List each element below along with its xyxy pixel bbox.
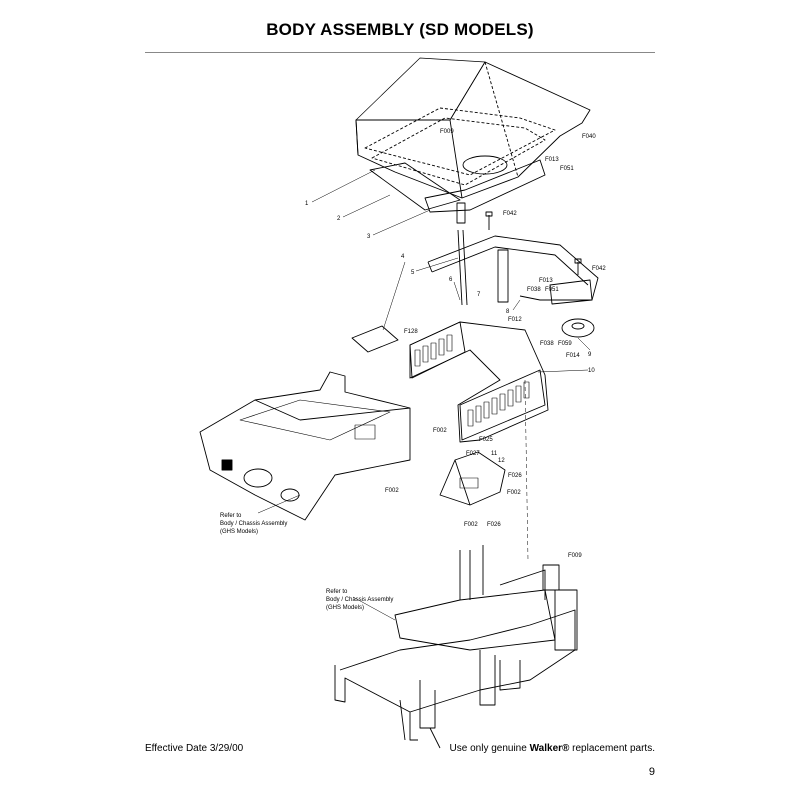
- callout-f027: F027: [466, 451, 480, 457]
- tagline-post: replacement parts.: [569, 743, 655, 754]
- liner-plate: [369, 162, 461, 211]
- callout-f002-body: F002: [385, 488, 399, 494]
- callout-10: 10: [588, 368, 595, 374]
- callout-4: 4: [401, 254, 405, 260]
- callout-f040: F040: [582, 134, 596, 140]
- refer-note-lower: Refer to Body / Chassis Assembly (GHS Mo…: [326, 589, 393, 611]
- callout-f014: F014: [566, 353, 580, 359]
- callout-f013-frame: F013: [539, 278, 553, 284]
- refer-note-lower-line3: (GHS Models): [326, 605, 364, 611]
- callout-5: 5: [411, 270, 415, 276]
- callout-3: 3: [367, 234, 371, 240]
- refer-note-lower-line1: Refer to: [326, 589, 348, 595]
- brand-name: Walker®: [529, 743, 570, 754]
- body-chassis-left: [199, 371, 411, 521]
- callout-labels: 1 2 3 4 5 6 7 8 9 10 11 12 F009 F040 F01…: [305, 129, 606, 559]
- refer-note-upper-line1: Refer to: [220, 513, 242, 519]
- spinner-frame: [427, 235, 599, 305]
- callout-f002-lower: F002: [464, 522, 478, 528]
- callout-f009-top: F009: [440, 129, 454, 135]
- callout-f013-top: F013: [545, 157, 559, 163]
- callout-7: 7: [477, 292, 481, 298]
- callout-f002-guard: F002: [433, 428, 447, 434]
- callout-f051-frame: F051: [545, 287, 559, 293]
- body-chassis-lower: [334, 545, 578, 749]
- hopper: [355, 57, 591, 199]
- callout-f042-mid: F042: [503, 211, 517, 217]
- footer-tagline: Use only genuine Walker® replacement par…: [450, 743, 655, 754]
- callout-f059: F059: [558, 341, 572, 347]
- mount-plate: [424, 159, 546, 213]
- refer-note-upper: Refer to Body / Chassis Assembly (GHS Mo…: [220, 513, 287, 535]
- callout-12: 12: [498, 458, 505, 464]
- callout-f038-frame: F038: [527, 287, 541, 293]
- callout-6: 6: [449, 277, 453, 283]
- refer-note-upper-line3: (GHS Models): [220, 529, 258, 535]
- spinner-disc: [561, 318, 595, 338]
- page-title: BODY ASSEMBLY (SD MODELS): [266, 20, 534, 39]
- callout-f012: F012: [508, 317, 522, 323]
- cover-plate: [351, 325, 399, 353]
- callout-f038-disc: F038: [540, 341, 554, 347]
- deflector-guard: [409, 321, 549, 443]
- callout-f051-top: F051: [560, 166, 574, 172]
- effective-date: Effective Date 3/29/00: [145, 743, 244, 754]
- callout-f026-upper: F026: [508, 473, 522, 479]
- lower-shield: [439, 451, 506, 506]
- title-divider: [145, 52, 655, 53]
- callout-f025: F025: [479, 437, 493, 443]
- callout-f026-lower: F026: [487, 522, 501, 528]
- callout-f042-right: F042: [592, 266, 606, 272]
- callout-1: 1: [305, 201, 309, 207]
- callout-f002-shield: F002: [507, 490, 521, 496]
- callout-f009-chassis: F009: [568, 553, 582, 559]
- callout-2: 2: [337, 216, 341, 222]
- refer-note-upper-line2: Body / Chassis Assembly: [220, 521, 287, 527]
- page-number: 9: [648, 766, 655, 778]
- tagline-pre: Use only genuine: [449, 743, 530, 754]
- callout-f128: F128: [404, 329, 418, 335]
- callout-11: 11: [491, 451, 498, 457]
- refer-note-lower-line2: Body / Chassis Assembly: [326, 597, 393, 603]
- callout-9: 9: [588, 352, 592, 358]
- callout-8: 8: [506, 309, 510, 315]
